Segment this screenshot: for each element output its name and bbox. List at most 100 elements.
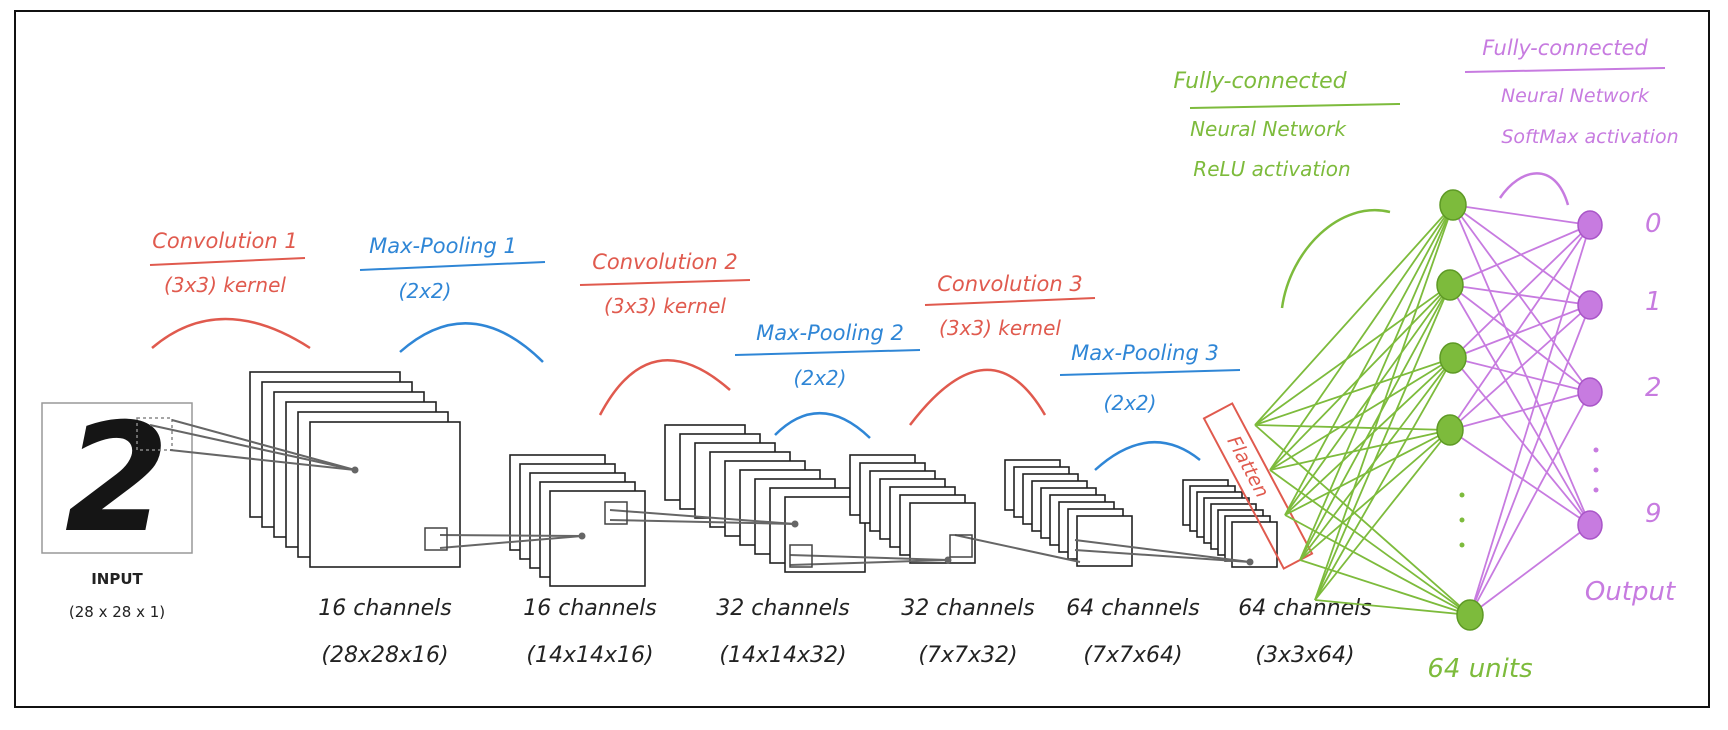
layer-op-arc: [1094, 441, 1201, 471]
hidden-ellipsis-dot: [1459, 492, 1465, 498]
kernel-window: [604, 501, 628, 525]
output-edge: [1469, 524, 1591, 616]
feature-map: [1231, 521, 1278, 568]
input-digit: 2: [65, 392, 169, 566]
hidden-edge: [1314, 284, 1451, 601]
stack-captions: 16 channels (28x28x16) 16 channels (14x1…: [318, 596, 1372, 668]
hidden-edge: [1254, 204, 1454, 426]
layer-op-title: Convolution 3: [937, 272, 1083, 296]
stack3-channels: 32 channels: [716, 596, 850, 621]
stack2-channels: 16 channels: [523, 596, 657, 621]
hidden-edge: [1269, 204, 1454, 471]
kernel-link: [954, 534, 1081, 563]
hidden-edge: [1254, 424, 1451, 431]
fc1-line3: ReLU activation: [1193, 157, 1350, 181]
output-edge: [1452, 357, 1591, 526]
hidden-edge: [1314, 357, 1454, 601]
fc1-arc: [1280, 209, 1391, 309]
kernel-link: [609, 519, 796, 525]
hidden-edge: [1284, 357, 1454, 516]
stack3-dims: (14x14x32): [719, 643, 846, 668]
feature-stack-3: [664, 424, 866, 573]
feature-stack-6: [1182, 479, 1278, 568]
layer-op-6: Max-Pooling 3(2x2): [1059, 341, 1241, 471]
kernel-link: [439, 534, 583, 537]
hidden-neuron-2: [1436, 269, 1464, 301]
output-edge: [1452, 204, 1591, 226]
layer-op-arc: [151, 317, 311, 350]
hidden-ellipsis-dot: [1459, 542, 1465, 548]
fc1-units: 64 units: [1427, 654, 1532, 684]
layer-operations: Convolution 1 (3x3) kernel Max-Pooling 1 (2…: [149, 229, 1241, 471]
output-neuron-2: [1577, 290, 1603, 320]
kernel-links: [149, 419, 1254, 568]
fc2-line3: SoftMax activation: [1501, 126, 1678, 148]
input-label: INPUT: [91, 570, 143, 588]
output-edge: [1469, 391, 1591, 616]
hidden-neuron-5: [1456, 599, 1484, 631]
output-class-0: 0: [1645, 209, 1662, 239]
layer-op-title: Convolution 2: [592, 250, 738, 274]
fc1-title-underline: [1189, 103, 1401, 109]
output-edge: [1452, 357, 1591, 393]
hidden-edge: [1314, 599, 1471, 616]
layer-op-arc: [399, 322, 544, 363]
output-edge: [1449, 224, 1591, 431]
output-ellipsis-dot: [1593, 467, 1599, 473]
diagram-border: [14, 10, 1710, 708]
stack5-channels: 64 channels: [1066, 596, 1200, 621]
layer-op-2: Max-Pooling 1 (2x2): [359, 234, 546, 363]
layer-op-title: Max-Pooling 1: [369, 234, 517, 258]
stack1-channels: 16 channels: [318, 596, 452, 621]
fc2-title-underline: [1464, 67, 1666, 73]
input-image: 2: [41, 392, 193, 566]
kernel-link: [439, 535, 583, 549]
layer-op-underline: [149, 257, 306, 266]
output-edge: [1469, 224, 1591, 616]
kernel-link: [789, 559, 949, 566]
stack5-dims: (7x7x64): [1083, 643, 1182, 668]
kernel-window: [949, 534, 973, 558]
hidden-neuron-4: [1436, 414, 1464, 446]
output-neuron-3: [1577, 377, 1603, 407]
output-edge: [1449, 284, 1591, 526]
kernel-dot: [791, 520, 799, 528]
layer-op-underline: [359, 261, 546, 271]
layer-op-param: (2x2): [794, 366, 847, 390]
feature-map: [309, 421, 461, 568]
output-edge: [1449, 284, 1591, 393]
feature-map: [909, 502, 976, 564]
stack2-dims: (14x14x16): [526, 643, 653, 668]
output-edge: [1452, 204, 1591, 393]
hidden-edge: [1284, 204, 1454, 516]
layer-op-title: Convolution 1: [152, 229, 298, 253]
layer-op-param: (2x2): [399, 279, 452, 303]
stack1-dims: (28x28x16): [321, 643, 448, 668]
kernel-window: [789, 544, 813, 568]
hidden-edge: [1269, 469, 1471, 616]
fc1-labels: Fully-connected Neural Network ReLU acti…: [1173, 69, 1532, 684]
kernel-link: [789, 554, 949, 561]
hidden-ellipsis-dot: [1459, 517, 1465, 523]
hidden-edge: [1299, 284, 1451, 561]
layer-op-param: (3x3) kernel: [939, 316, 1061, 340]
kernel-link: [169, 449, 356, 471]
output-class-2: 2: [1645, 373, 1662, 403]
hidden-edge: [1269, 357, 1454, 471]
layer-op-underline: [1059, 369, 1241, 376]
fc2-labels: Fully-connected Neural Network SoftMax a…: [1464, 36, 1679, 607]
layer-op-3: Convolution 2(3x3) kernel: [579, 250, 751, 416]
input-dims: (28 x 28 x 1): [69, 603, 165, 621]
output-edge: [1452, 224, 1591, 359]
layer-op-param: (3x3) kernel: [164, 273, 286, 297]
fc1-title: Fully-connected: [1173, 69, 1347, 94]
fc2-line2: Neural Network: [1501, 85, 1650, 107]
kernel-link: [171, 419, 356, 471]
kernel-dot: [1246, 558, 1254, 566]
fc2-title: Fully-connected: [1482, 36, 1648, 60]
output-class-9: 9: [1645, 499, 1662, 529]
kernel-dot: [351, 466, 359, 474]
layer-op-5: Convolution 3 (3x3) kernel: [909, 272, 1096, 426]
layer-op-title: Max-Pooling 2: [756, 321, 904, 345]
